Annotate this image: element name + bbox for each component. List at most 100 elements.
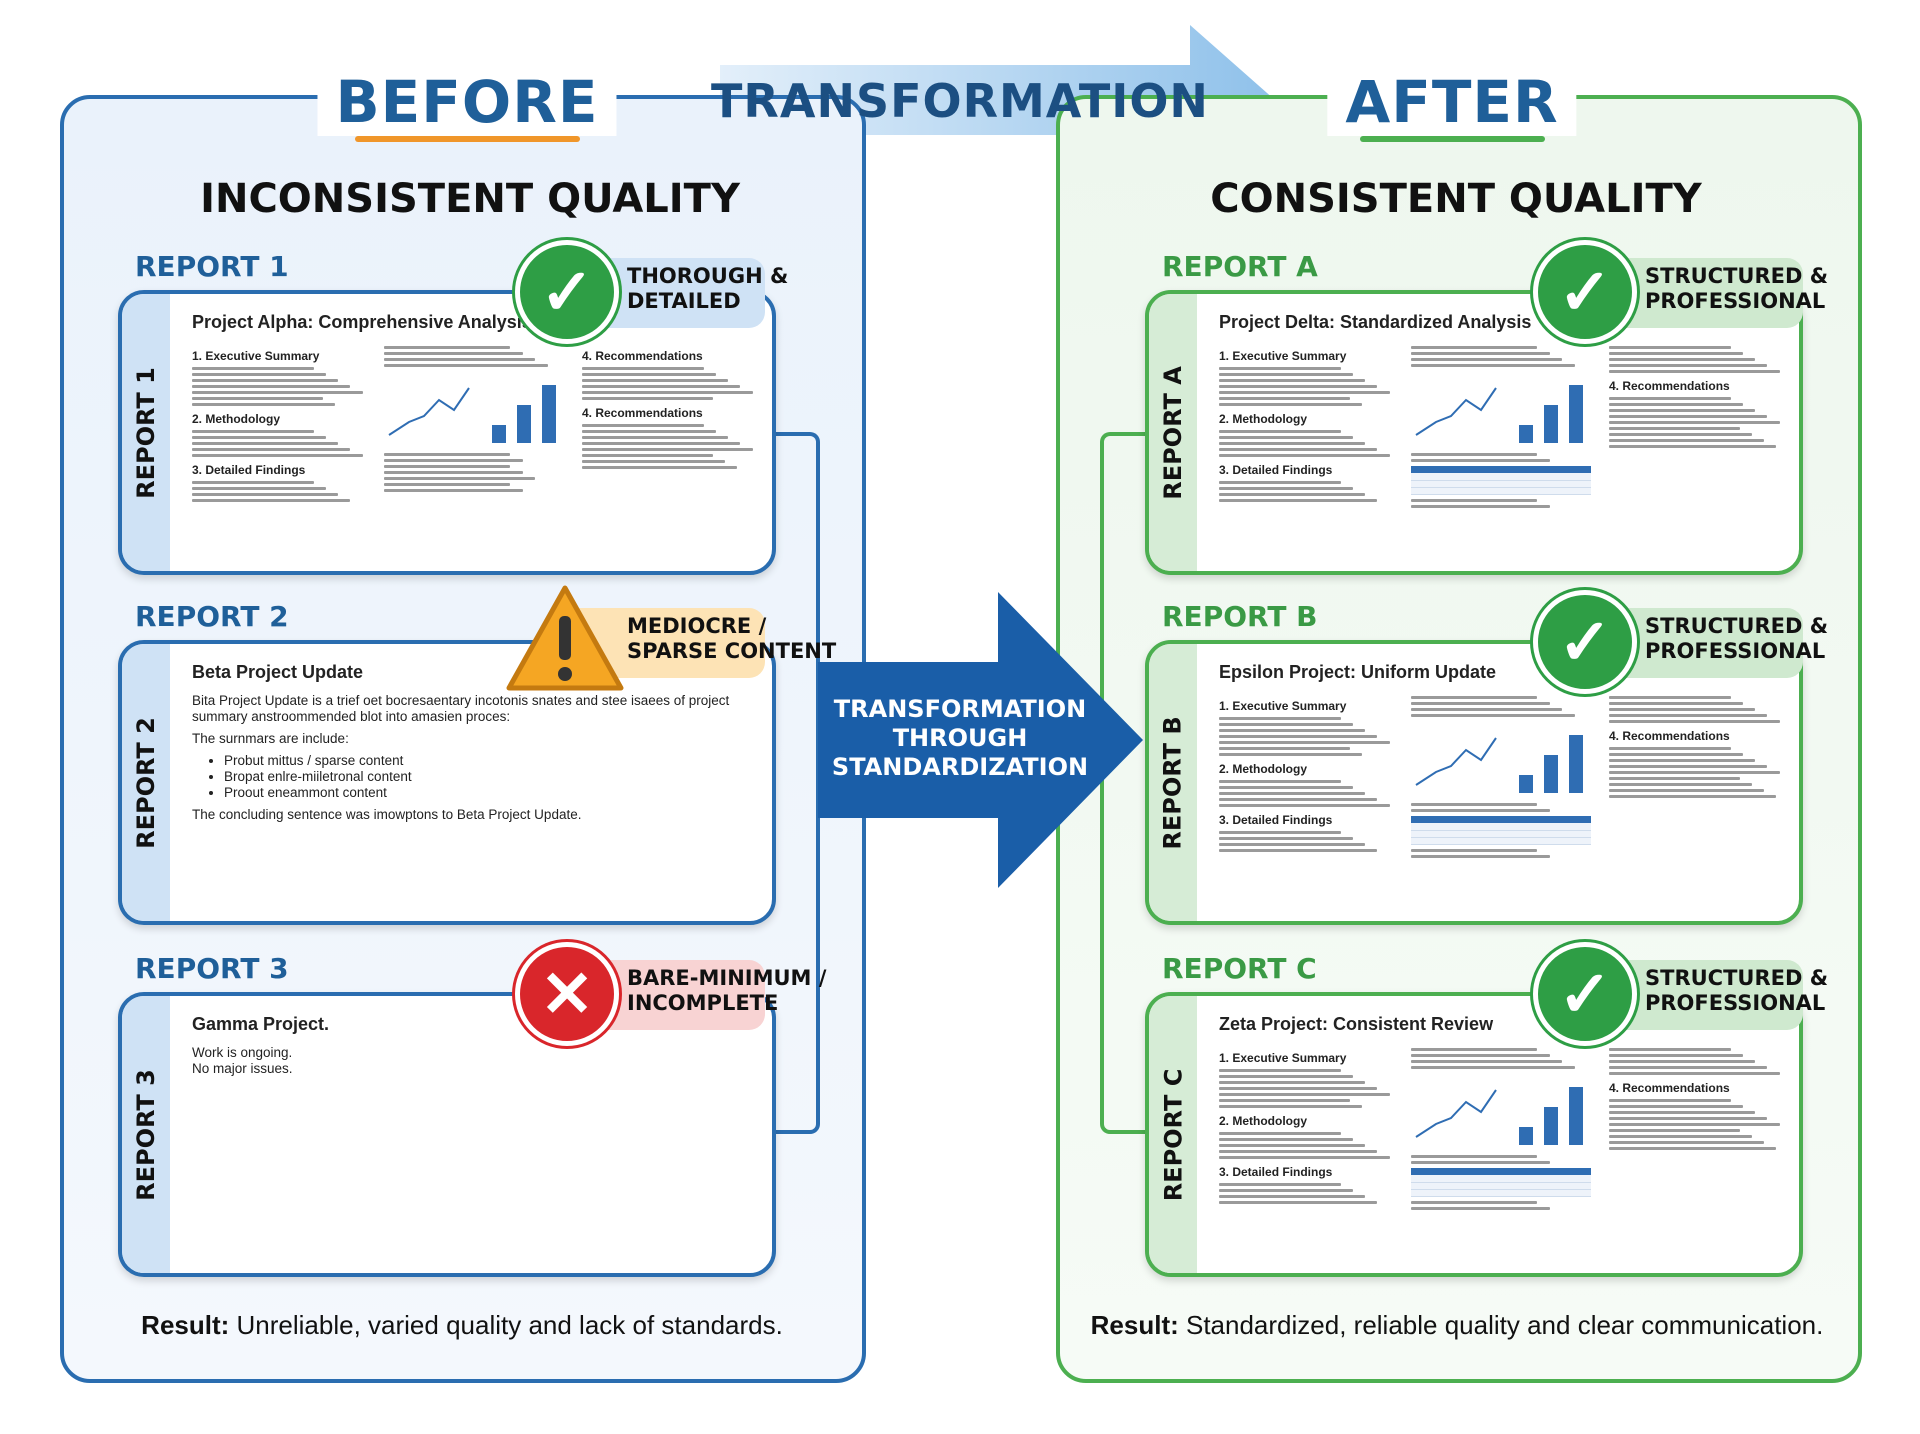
section-heading: 2. Methodology bbox=[1219, 412, 1307, 426]
text-line bbox=[1411, 714, 1575, 717]
text-line bbox=[384, 453, 510, 456]
text-line bbox=[1609, 409, 1756, 412]
text-line bbox=[1219, 747, 1350, 750]
text-line bbox=[1219, 397, 1350, 400]
text-line bbox=[1609, 789, 1764, 792]
text-line bbox=[1609, 1123, 1780, 1126]
text-line bbox=[1609, 708, 1756, 711]
arrow-text-line: TRANSFORMATION bbox=[833, 695, 1087, 723]
report-line: Work is ongoing. bbox=[192, 1045, 293, 1060]
report-document: Epsilon Project: Uniform Update 1. Execu… bbox=[1219, 662, 1783, 911]
text-line bbox=[1609, 1060, 1756, 1063]
text-line bbox=[1411, 498, 1537, 502]
text-line bbox=[582, 385, 741, 388]
text-line bbox=[1411, 346, 1537, 349]
text-line bbox=[1219, 1081, 1366, 1084]
text-line bbox=[1609, 403, 1743, 406]
text-line bbox=[1219, 1138, 1353, 1141]
check-icon: ✓ bbox=[1533, 590, 1637, 694]
report-side-tab: REPORT 2 bbox=[122, 644, 170, 921]
arrow-text: TRANSFORMATION THROUGH STANDARDIZATION bbox=[820, 695, 1100, 782]
text-line bbox=[1219, 1087, 1378, 1090]
text-line bbox=[1219, 1144, 1366, 1147]
check-icon: ✓ bbox=[1533, 942, 1637, 1046]
text-line bbox=[1609, 720, 1780, 723]
report-conclusion: The concluding sentence was imowptons to… bbox=[192, 807, 582, 822]
text-line bbox=[1411, 848, 1537, 852]
data-table-thumbnail bbox=[1411, 466, 1591, 495]
text-line bbox=[1219, 780, 1341, 783]
section-heading: 3. Detailed Findings bbox=[192, 463, 306, 477]
text-line bbox=[1609, 352, 1743, 355]
text-line bbox=[582, 460, 725, 463]
section-heading: 3. Detailed Findings bbox=[1219, 463, 1333, 477]
text-line bbox=[1219, 448, 1378, 451]
report-title: Zeta Project: Consistent Review bbox=[1219, 1014, 1494, 1034]
section-heading: 3. Detailed Findings bbox=[1219, 1165, 1333, 1179]
text-line bbox=[582, 397, 713, 400]
arrow-text-line: STANDARDIZATION bbox=[831, 753, 1089, 781]
text-line bbox=[1609, 364, 1768, 367]
text-line bbox=[1609, 1099, 1731, 1102]
warning-icon bbox=[506, 585, 624, 691]
text-line bbox=[1609, 753, 1743, 756]
after-underline bbox=[1360, 136, 1545, 142]
report-bullet: Probut mittus / sparse content bbox=[224, 753, 756, 769]
text-line bbox=[1609, 759, 1756, 762]
report-title: Project Delta: Standardized Analysis bbox=[1219, 312, 1532, 332]
bar-chart-icon bbox=[1511, 1082, 1591, 1147]
text-line bbox=[1609, 421, 1780, 424]
text-line bbox=[582, 436, 729, 439]
report-card: REPORT 3 Gamma Project. Work is ongoing.… bbox=[118, 992, 776, 1277]
text-line bbox=[1411, 1066, 1575, 1069]
text-line bbox=[1609, 427, 1740, 430]
text-line bbox=[1411, 708, 1563, 711]
text-line bbox=[1609, 1129, 1740, 1132]
report-side-label: REPORT C bbox=[1159, 1068, 1188, 1201]
report-label: REPORT 2 bbox=[135, 600, 289, 633]
text-line bbox=[1219, 403, 1362, 406]
text-line bbox=[1219, 837, 1353, 840]
report-title: Epsilon Project: Uniform Update bbox=[1219, 662, 1497, 682]
section-heading: 4. Recommendations bbox=[1609, 1081, 1730, 1095]
report-card: REPORT 1 Project Alpha: Comprehensive An… bbox=[118, 290, 776, 575]
section-heading: 2. Methodology bbox=[1219, 762, 1307, 776]
before-result: Result: Unreliable, varied quality and l… bbox=[141, 1310, 783, 1340]
text-line bbox=[384, 483, 510, 486]
report-bullet: Proout eneammont content bbox=[224, 785, 756, 801]
text-line bbox=[192, 379, 339, 382]
text-line bbox=[192, 430, 314, 433]
text-line bbox=[1219, 1099, 1350, 1102]
text-line bbox=[1411, 696, 1537, 699]
text-line bbox=[1411, 702, 1550, 705]
text-line bbox=[1411, 1155, 1537, 1158]
text-line bbox=[1609, 696, 1731, 699]
text-line bbox=[384, 489, 523, 492]
report-side-tab: REPORT 3 bbox=[122, 996, 170, 1273]
before-title: BEFORE bbox=[317, 68, 617, 136]
text-line bbox=[1219, 741, 1390, 744]
report-card: REPORT A Project Delta: Standardized Ana… bbox=[1145, 290, 1803, 575]
text-line bbox=[582, 448, 753, 451]
report-side-label: REPORT 1 bbox=[132, 366, 161, 499]
text-line bbox=[1411, 1161, 1550, 1164]
text-line bbox=[384, 352, 523, 355]
text-line bbox=[192, 391, 363, 394]
text-line bbox=[1609, 1135, 1752, 1138]
text-line bbox=[1609, 1111, 1756, 1114]
report-side-label: REPORT A bbox=[1159, 365, 1188, 500]
data-table-thumbnail bbox=[1411, 1168, 1591, 1197]
line-chart-icon bbox=[1411, 1082, 1501, 1147]
text-line bbox=[1609, 1117, 1768, 1120]
text-line bbox=[384, 364, 548, 367]
text-line bbox=[1219, 849, 1378, 852]
text-line bbox=[192, 442, 339, 445]
text-line bbox=[192, 397, 323, 400]
text-line bbox=[1609, 1048, 1731, 1051]
text-line bbox=[1219, 1105, 1362, 1108]
text-line bbox=[1219, 792, 1366, 795]
text-line bbox=[1219, 481, 1341, 484]
text-line bbox=[1609, 702, 1743, 705]
text-line bbox=[1609, 439, 1764, 442]
section-heading: 4. Recommendations bbox=[1609, 379, 1730, 393]
